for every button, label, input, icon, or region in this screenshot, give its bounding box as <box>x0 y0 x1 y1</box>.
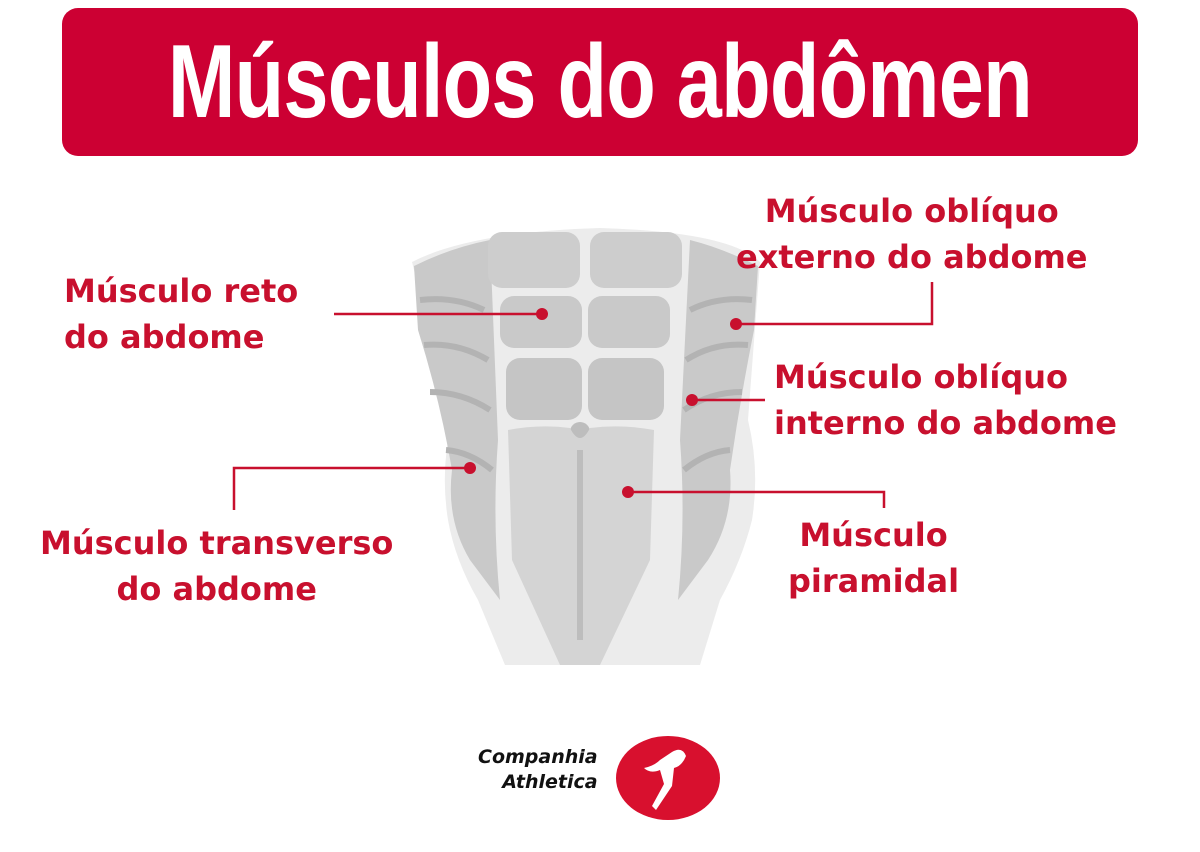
label-reto: Músculo reto do abdome <box>64 272 299 356</box>
label-transverso: Músculo transverso do abdome <box>40 524 394 608</box>
label-piramidal: Músculo piramidal <box>788 516 960 600</box>
label-obliquo-externo: Músculo oblíquo externo do abdome <box>736 192 1088 276</box>
title-banner: Músculos do abdômen <box>62 8 1138 156</box>
label-obliquo-interno: Músculo oblíquo interno do abdome <box>774 358 1117 442</box>
page-title: Músculos do abdômen <box>167 24 1033 140</box>
brand-logo-text: Companhia Athletica <box>478 746 598 793</box>
